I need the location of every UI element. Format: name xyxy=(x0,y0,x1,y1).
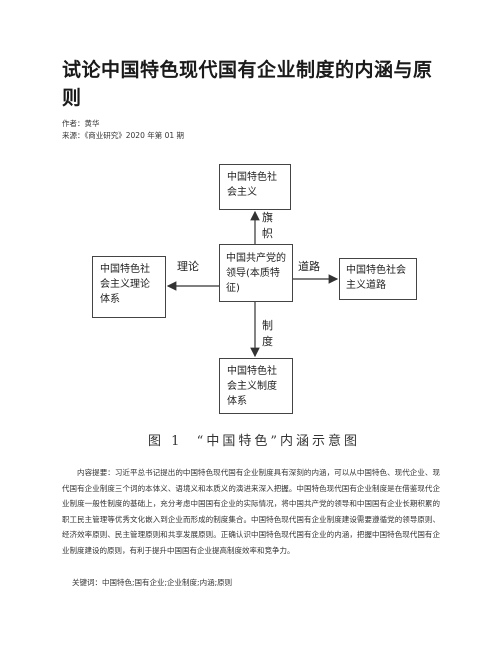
edge-label-banner: 旗帜 xyxy=(262,211,273,240)
keywords-line: 关键词：中国特色;国有企业;企业制度;内涵;原则 xyxy=(72,578,233,587)
concept-diagram: 中国特色社会主义 中国共产党的领导(本质特征) 中国特色社会主义理论体系 中国特… xyxy=(80,158,425,414)
abstract-paragraph: 内容提要：习近平总书记提出的中国特色现代国有企业制度具有深刻的内涵，可以从中国特… xyxy=(62,468,440,555)
figure-caption: 图 1 “中国特色”内涵示意图 xyxy=(148,434,360,449)
author-line: 作者：黄华 xyxy=(62,119,100,128)
article-title: 试论中国特色现代国有企业制度的内涵与原则 xyxy=(62,59,433,109)
source-line: 来源：《商业研究》2020 年第 01 期 xyxy=(62,131,185,140)
box-institution-system: 中国特色社会主义制度体系 xyxy=(219,358,293,414)
diagram-arrows xyxy=(166,210,339,358)
edge-label-institution: 制度 xyxy=(262,319,273,348)
edge-label-theory: 理论 xyxy=(177,260,199,273)
box-socialism: 中国特色社会主义 xyxy=(219,164,291,210)
box-theory-system: 中国特色社会主义理论体系 xyxy=(92,256,166,318)
edge-label-road: 道路 xyxy=(298,260,320,273)
box-party-leadership: 中国共产党的领导(本质特征) xyxy=(219,244,293,302)
box-road: 中国特色社会主义道路 xyxy=(339,258,417,300)
